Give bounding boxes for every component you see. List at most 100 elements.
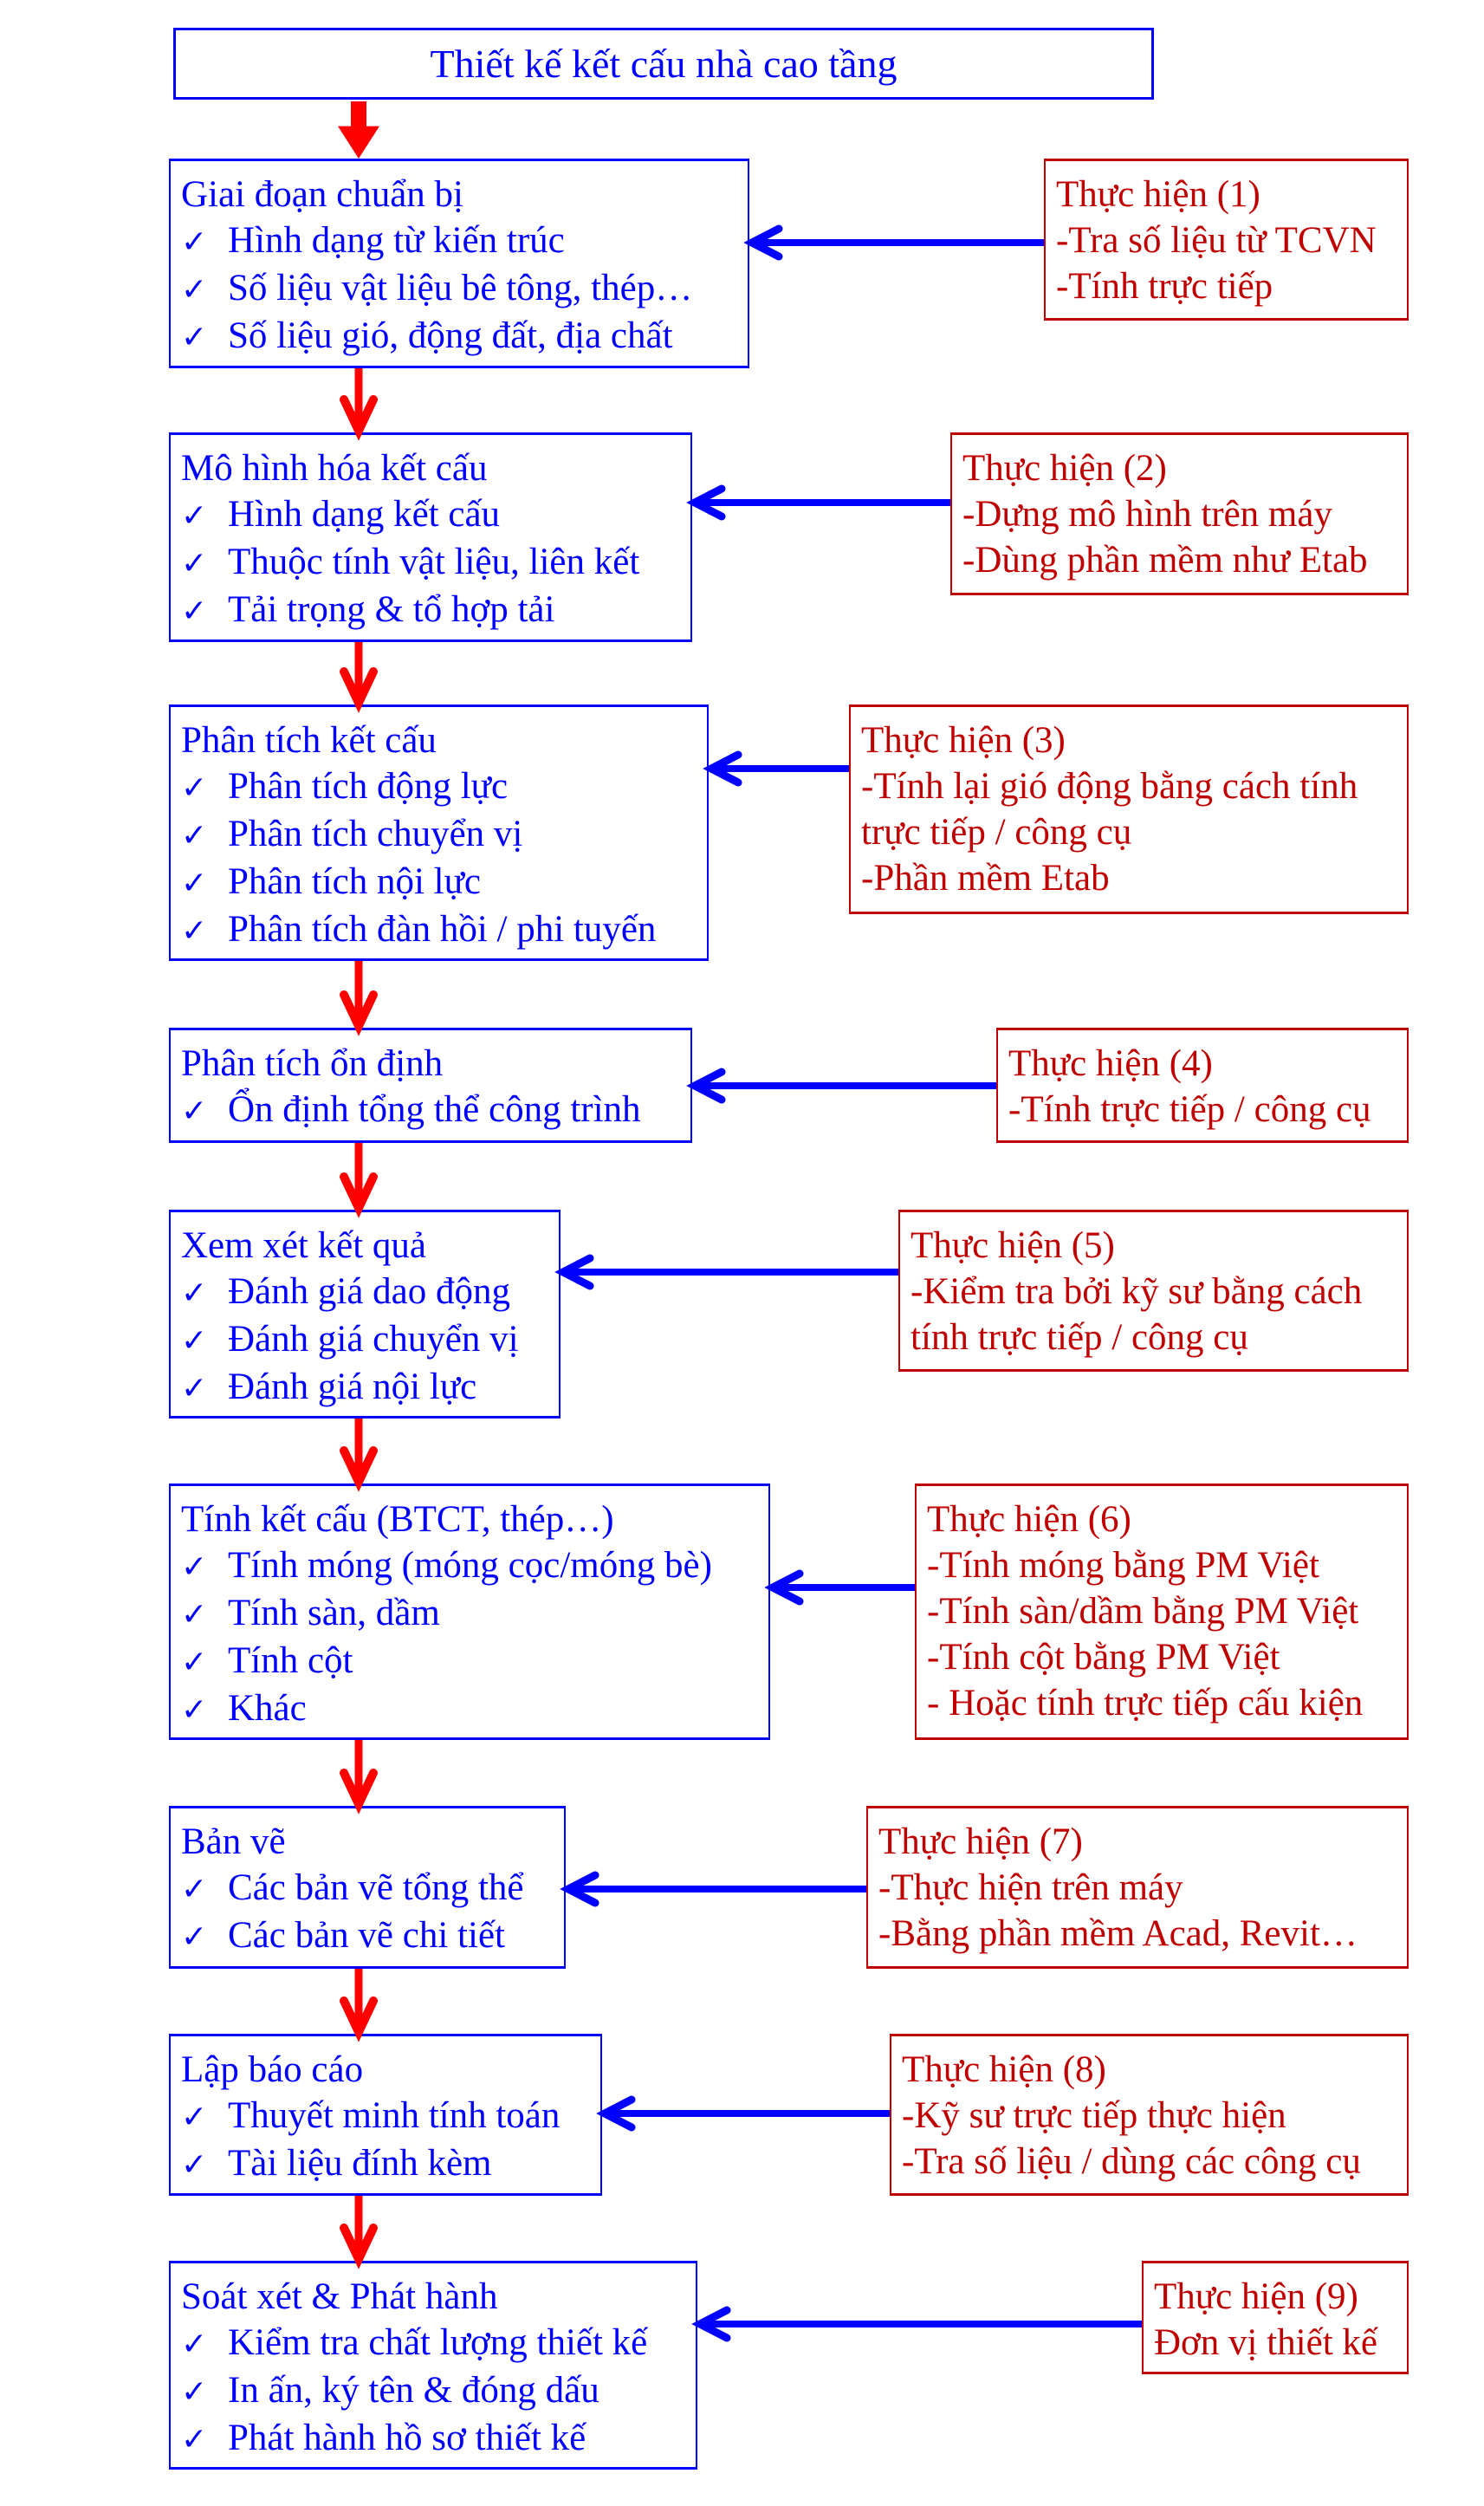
step-item-text: Đánh giá dao động: [228, 1271, 511, 1312]
exec-line: -Dựng mô hình trên máy: [962, 494, 1332, 535]
exec-box-9: Thực hiện (9) Đơn vị thiết kế: [1142, 2261, 1409, 2374]
exec-line: trực tiếp / công cụ: [861, 812, 1132, 853]
step-box-7: Bản vẽ✓Các bản vẽ tổng thể ✓ Các bản vẽ ch…: [169, 1806, 566, 1969]
exec-line: -Bằng phần mềm Acad, Revit…: [878, 1913, 1358, 1954]
step-item: ✓ Đánh giá nội lực: [181, 1364, 559, 1412]
step-item-text: Phân tích nội lực: [228, 861, 482, 902]
checkmark-icon: ✓: [181, 2374, 208, 2410]
checkmark-icon: ✓: [181, 866, 208, 901]
exec-line: -Tính cột bằng PM Việt: [927, 1637, 1280, 1678]
flow-arrow-head-7: [340, 1769, 378, 1815]
checkmark-icon: ✓: [181, 1919, 208, 1955]
step-item: ✓Các bản vẽ tổng thể: [181, 1865, 564, 1912]
step-box-9: Soát xét & Phát hành✓Kiểm tra chất lượng…: [169, 2261, 697, 2470]
step-item: ✓ Số liệu vật liệu bê tông, thép…: [181, 265, 748, 313]
exec-line: -Tra số liệu / dùng các công cụ: [902, 2141, 1361, 2182]
exec-heading: Thực hiện (9): [1154, 2276, 1358, 2317]
title-box: Thiết kế kết cấu nhà cao tầng: [173, 28, 1154, 100]
step-item-text: Thuộc tính vật liệu, liên kết: [228, 542, 640, 582]
exec-heading: Thực hiện (6): [927, 1499, 1131, 1540]
step-item: ✓Hình dạng kết cấu: [181, 491, 690, 539]
checkmark-icon: ✓: [181, 224, 208, 260]
step-box-8: Lập báo cáo ✓ Thuyết minh tính toán ✓ Tài li…: [169, 2034, 602, 2196]
link-arrow-head-9: [691, 2306, 731, 2342]
link-arrow-head-7: [560, 1871, 599, 1907]
step-item-text: Số liệu vật liệu bê tông, thép…: [228, 268, 693, 308]
checkmark-icon: ✓: [181, 594, 208, 629]
exec-heading: Thực hiện (5): [910, 1225, 1115, 1266]
step-item: ✓ Ổn định tổng thể công trình: [181, 1087, 690, 1134]
step-heading: Giai đoạn chuẩn bị: [181, 174, 463, 215]
checkmark-icon: ✓: [181, 770, 208, 806]
step-item-text: Hình dạng từ kiến trúc: [228, 220, 565, 261]
exec-line: -Thực hiện trên máy: [878, 1867, 1183, 1908]
step-item: ✓ Hình dạng từ kiến trúc: [181, 217, 748, 265]
step-heading: Bản vẽ: [181, 1821, 286, 1862]
exec-box-5: Thực hiện (5) -Kiểm tra bởi kỹ sư bằng cá…: [898, 1210, 1409, 1372]
exec-box-8: Thực hiện (8) -Kỹ sư trực tiếp thực hiện -…: [890, 2034, 1409, 2196]
checkmark-icon: ✓: [181, 913, 208, 949]
step-box-4: Phân tích ổn định ✓ Ổn định tổng thể công …: [169, 1028, 692, 1143]
step-item: ✓ Phân tích nội lực: [181, 859, 707, 906]
exec-heading: Thực hiện (2): [962, 448, 1167, 489]
exec-line: -Kỹ sư trực tiếp thực hiện: [902, 2095, 1286, 2136]
checkmark-icon: ✓: [181, 2327, 208, 2362]
step-item-text: Thuyết minh tính toán: [228, 2095, 561, 2136]
link-arrow-head-6: [764, 1569, 804, 1606]
flow-arrow-head-2: [340, 395, 378, 441]
step-heading: Mô hình hóa kết cấu: [181, 448, 488, 489]
exec-heading: Thực hiện (3): [861, 720, 1066, 761]
step-item-text: Ổn định tổng thể công trình: [228, 1089, 641, 1130]
step-box-2: Mô hình hóa kết cấu✓Hình dạng kết cấu ✓ Th…: [169, 432, 692, 642]
step-item-text: Tải trọng & tổ hợp tải: [228, 589, 555, 630]
step-item-text: Đánh giá nội lực: [228, 1367, 477, 1407]
step-item-text: Tài liệu đính kèm: [228, 2143, 492, 2184]
checkmark-icon: ✓: [181, 1371, 208, 1406]
step-item-text: Phân tích chuyển vị: [228, 814, 523, 854]
exec-line: -Tính móng bằng PM Việt: [927, 1545, 1319, 1586]
step-item: ✓Số liệu gió, động đất, địa chất: [181, 313, 748, 360]
flow-arrow-shaft-1: [351, 101, 366, 128]
step-item: ✓Tính cột: [181, 1638, 768, 1685]
exec-line: -Tính lại gió động bằng cách tính: [861, 766, 1358, 807]
checkmark-icon: ✓: [181, 320, 208, 355]
step-heading: Soát xét & Phát hành: [181, 2276, 498, 2317]
checkmark-icon: ✓: [181, 1323, 208, 1359]
exec-line: -Kiểm tra bởi kỹ sư bằng cách: [910, 1271, 1363, 1312]
step-item: ✓ Tài liệu đính kèm: [181, 2140, 600, 2188]
exec-line: tính trực tiếp / công cụ: [910, 1317, 1248, 1358]
step-item: ✓Phát hành hồ sơ thiết kế: [181, 2415, 696, 2463]
step-heading: Phân tích ổn định: [181, 1043, 444, 1084]
exec-box-2: Thực hiện (2)-Dựng mô hình trên máy-Dùng…: [950, 432, 1409, 595]
step-item-text: Tính sàn, dầm: [228, 1593, 440, 1633]
checkmark-icon: ✓: [181, 272, 208, 308]
step-box-1: Giai đoạn chuẩn bị ✓ Hình dạng từ kiến trú…: [169, 159, 749, 368]
step-heading: Phân tích kết cấu: [181, 720, 437, 761]
link-arrow-head-2: [686, 484, 726, 521]
checkmark-icon: ✓: [181, 2147, 208, 2183]
step-heading: Tính kết cấu (BTCT, thép…): [181, 1499, 614, 1540]
step-item-text: Khác: [228, 1688, 307, 1729]
checkmark-icon: ✓: [181, 1597, 208, 1633]
step-item: ✓ Đánh giá dao động: [181, 1269, 559, 1316]
checkmark-icon: ✓: [181, 1276, 208, 1311]
exec-line: - Hoặc tính trực tiếp cấu kiện: [927, 1683, 1364, 1724]
step-item-text: In ấn, ký tên & đóng dấu: [228, 2370, 599, 2411]
checkmark-icon: ✓: [181, 546, 208, 581]
checkmark-icon: ✓: [181, 1094, 208, 1129]
step-item: ✓Phân tích động lực: [181, 763, 707, 811]
exec-line: -Tính trực tiếp / công cụ: [1008, 1089, 1371, 1130]
exec-heading: Thực hiện (8): [902, 2049, 1106, 2090]
checkmark-icon: ✓: [181, 2100, 208, 2135]
flow-arrow-head-4: [340, 990, 378, 1036]
step-item-text: Các bản vẽ chi tiết: [228, 1915, 505, 1956]
exec-box-4: Thực hiện (4)-Tính trực tiếp / công cụ: [996, 1028, 1409, 1143]
step-heading: Lập báo cáo: [181, 2049, 364, 2090]
step-heading: Xem xét kết quả: [181, 1225, 426, 1266]
exec-heading: Thực hiện (1): [1056, 174, 1260, 215]
step-item: ✓Khác: [181, 1685, 768, 1733]
step-item: ✓ Thuộc tính vật liệu, liên kết: [181, 539, 690, 587]
exec-line: Đơn vị thiết kế: [1154, 2322, 1377, 2363]
flow-arrow-head-6: [340, 1446, 378, 1492]
checkmark-icon: ✓: [181, 2422, 208, 2457]
